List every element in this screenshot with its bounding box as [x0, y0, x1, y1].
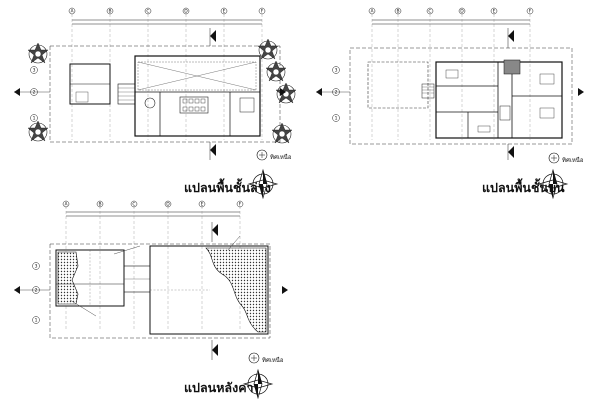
north-label: ทิศเหนือ: [270, 154, 292, 161]
grid-bubbles-top-ground: [68, 7, 266, 15]
grid-col-label: E: [223, 9, 226, 15]
grid-col-label: C: [428, 9, 431, 15]
grid-col-label: E: [493, 9, 496, 15]
upper-floor-plan-title: แปลนพื้นชั้นบน: [482, 180, 565, 195]
grid-col-label: B: [108, 9, 111, 15]
grid-row-label: 2: [35, 288, 38, 294]
grid-col-label: E: [201, 202, 204, 208]
north-mark-icon: [256, 149, 268, 161]
grid-row-label: 3: [335, 68, 338, 74]
north-label: ทิศเหนือ: [262, 357, 284, 364]
tree-symbol: [275, 82, 297, 104]
grid-row-label: 3: [33, 68, 36, 74]
north-mark-icon: [248, 352, 260, 364]
tree-symbol: [257, 38, 279, 60]
grid-row-label: 2: [33, 90, 36, 96]
grid-row-label: 1: [33, 116, 36, 122]
tree-symbol: [27, 42, 49, 64]
grid-row-label: 1: [35, 318, 38, 324]
grid-col-label: D: [460, 9, 464, 15]
grid-col-label: A: [70, 9, 74, 15]
grid-col-label: D: [184, 9, 188, 15]
roof-plan: [14, 200, 288, 399]
grid-bubbles-top-roof: [62, 200, 244, 208]
grid-col-label: B: [396, 9, 399, 15]
grid-col-label: A: [370, 9, 374, 15]
grid-bubbles-left-ground: [30, 66, 38, 122]
grid-bubbles-left-upper: [332, 66, 340, 122]
upper-floor-plan: [316, 7, 584, 199]
tree-symbol: [265, 60, 287, 82]
north-label: ทิศเหนือ: [562, 157, 584, 164]
ground-floor-plan-title: แปลนพื้นชั้นล่าง: [184, 180, 271, 195]
north-mark-icon: [548, 152, 560, 164]
grid-col-label: C: [132, 202, 135, 208]
roof-plan-title: แปลนหลังคา: [184, 380, 254, 395]
tree-symbol: [27, 120, 49, 142]
tree-symbol: [271, 122, 293, 144]
grid-col-label: D: [166, 202, 170, 208]
grid-col-label: B: [98, 202, 101, 208]
grid-col-label: A: [64, 202, 68, 208]
grid-col-label: F: [239, 202, 242, 208]
grid-row-label: 1: [335, 116, 338, 122]
grid-col-label: F: [529, 9, 532, 15]
grid-row-label: 2: [335, 90, 338, 96]
grid-bubbles-top-upper: [368, 7, 534, 15]
grid-col-label: F: [261, 9, 264, 15]
grid-col-label: C: [146, 9, 149, 15]
ground-floor-plan: [14, 7, 297, 199]
grid-row-label: 3: [35, 264, 38, 270]
